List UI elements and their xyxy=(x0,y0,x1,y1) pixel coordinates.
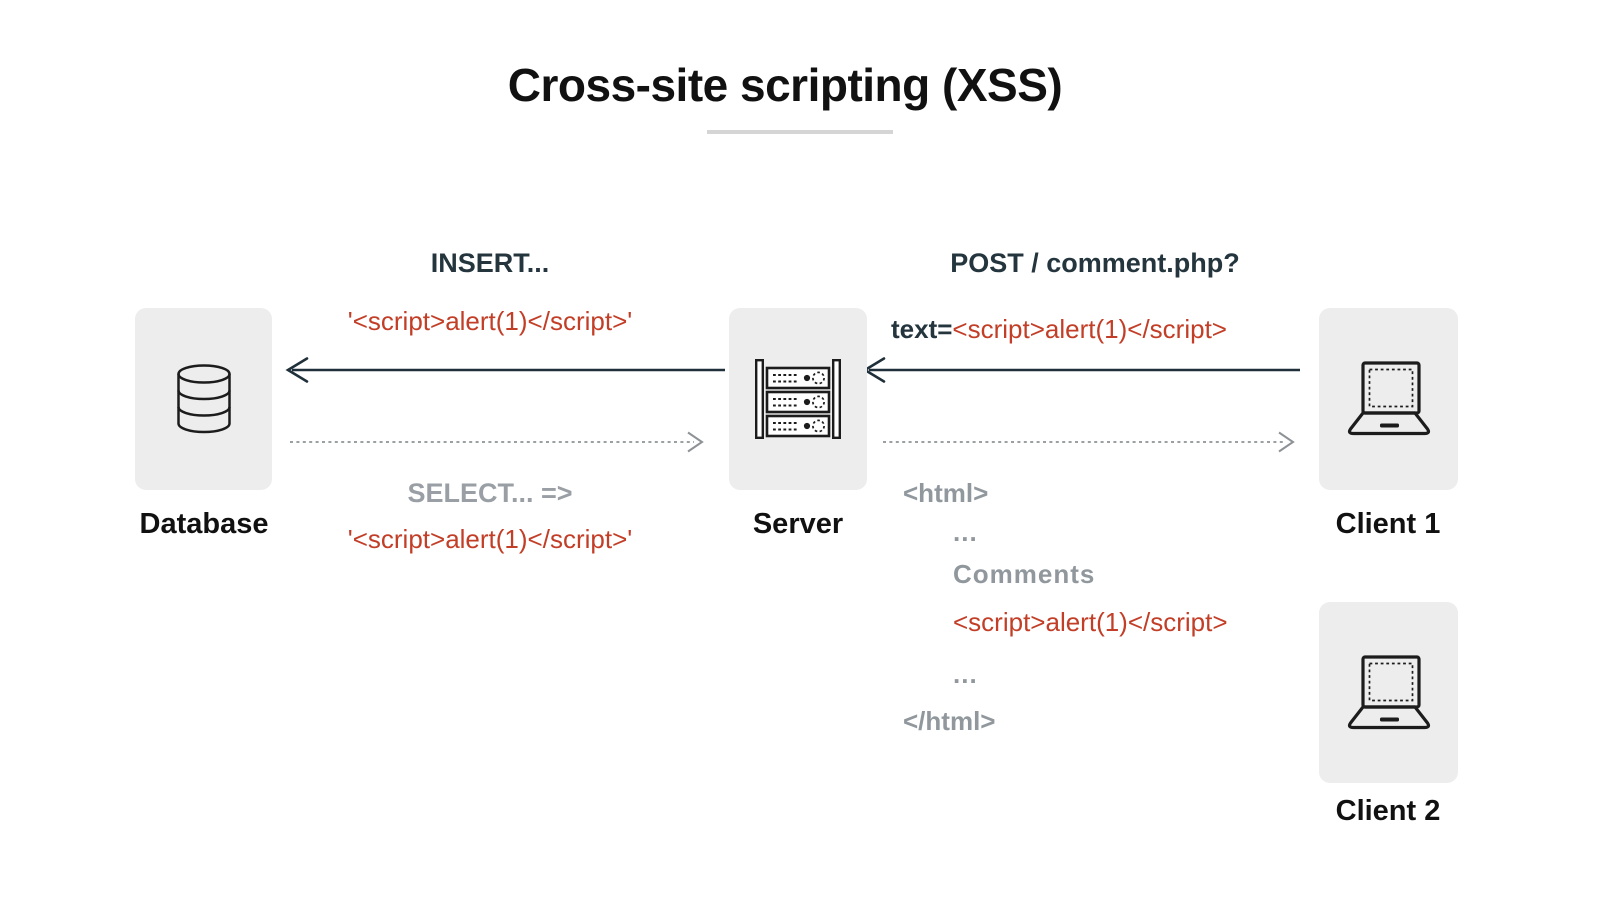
post-message-title: POST / comment.php? xyxy=(950,248,1240,278)
select-message-code: '<script>alert(1)</script>' xyxy=(347,524,633,554)
arrow-server-to-client1 xyxy=(883,431,1295,453)
arrow-server-to-database xyxy=(285,357,725,383)
insert-message-title: INSERT... xyxy=(430,248,550,278)
post-message-body: text=<script>alert(1)</script> xyxy=(891,314,1351,345)
node-client2-box xyxy=(1319,602,1458,783)
node-database-label: Database xyxy=(139,508,269,540)
database-icon xyxy=(176,364,231,434)
select-message-title: SELECT... => xyxy=(407,478,573,508)
response-line-html-open: <html> xyxy=(903,477,989,508)
node-database-box xyxy=(135,308,272,490)
response-line-html-close: </html> xyxy=(903,705,996,736)
server-response-block: <html> ... Comments <script>alert(1)</sc… xyxy=(903,473,1363,741)
arrow-client1-to-server xyxy=(862,357,1300,383)
node-client2-label: Client 2 xyxy=(1335,795,1441,827)
response-line-comments: Comments xyxy=(953,558,1096,589)
laptop-icon xyxy=(1347,361,1430,436)
server-icon xyxy=(755,359,841,439)
insert-message-code: '<script>alert(1)</script>' xyxy=(347,306,633,336)
response-line-script: <script>alert(1)</script> xyxy=(953,606,1228,637)
response-line-ellipsis: ... xyxy=(953,516,978,547)
node-server-box xyxy=(729,308,867,490)
title-underline xyxy=(707,130,893,134)
response-line-ellipsis: ... xyxy=(953,658,978,689)
node-client1-box xyxy=(1319,308,1458,490)
node-client1-label: Client 1 xyxy=(1335,508,1441,540)
node-server-label: Server xyxy=(752,508,844,540)
post-param-name: text= xyxy=(891,314,953,344)
page-title: Cross-site scripting (XSS) xyxy=(507,59,1063,111)
post-param-value: <script>alert(1)</script> xyxy=(952,314,1227,344)
laptop-icon xyxy=(1347,654,1430,729)
arrow-database-to-server xyxy=(290,431,704,453)
